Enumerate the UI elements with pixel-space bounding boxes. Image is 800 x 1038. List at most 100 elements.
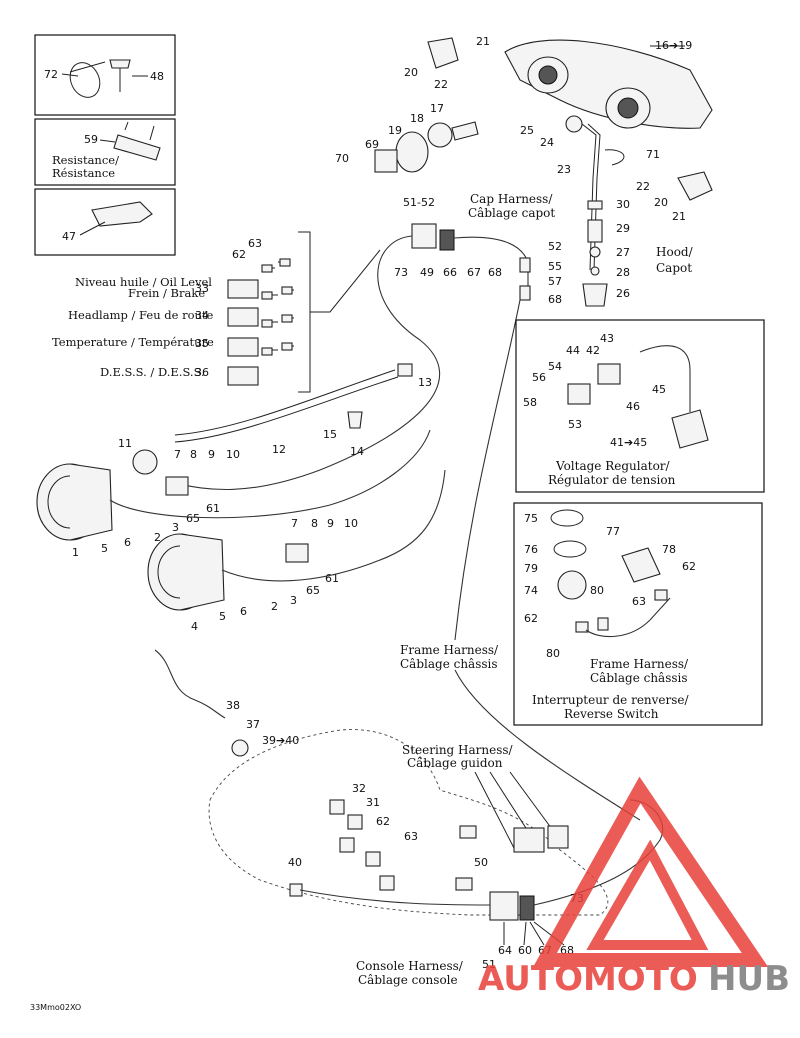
callout-65b: 65 [306,584,320,597]
callout-9: 9 [208,448,215,461]
callout-41-45: 41➔45 [610,436,647,449]
callout-37: 37 [246,718,260,731]
callout-62: 62 [232,248,246,261]
callout-57: 57 [548,275,562,288]
callout-7: 7 [174,448,181,461]
caption-resistance: Resistance/ [52,153,119,167]
callout-80b: 80 [546,647,560,660]
caption-hood-fr: Capot [656,261,692,275]
callout-60: 60 [518,944,532,957]
callout-23: 23 [557,163,571,176]
callout-63b: 63 [632,595,646,608]
callout-6: 6 [124,536,131,549]
bulb-socket-part [427,37,459,69]
callout-10: 10 [226,448,240,461]
callout-51-52: 51-52 [403,196,435,209]
caption-frame-harness-2: Frame Harness/ [590,657,689,671]
callout-78: 78 [662,543,676,556]
callout-54: 54 [548,360,562,373]
inset-box-resistance [34,118,176,186]
callout-67: 67 [467,266,481,279]
resistance-part [113,121,161,161]
callout-42: 42 [586,344,600,357]
gauge-lower-part [147,533,309,611]
callout-62d: 62 [376,815,390,828]
callout-71: 71 [646,148,660,161]
callout-70: 70 [335,152,349,165]
callout-80: 80 [590,584,604,597]
callout-34: 34 [195,309,209,322]
callout-1: 1 [72,546,79,559]
voltage-regulator-part [567,345,709,449]
callout-13: 13 [418,376,432,389]
callout-56: 56 [532,371,546,384]
callout-73: 73 [394,266,408,279]
caption-voltage-regulator: Voltage Regulator/ [555,459,671,473]
callout-79: 79 [524,562,538,575]
callout-3b: 3 [290,594,297,607]
caption-console-harness: Console Harness/ [356,959,464,973]
caption-reverse-switch-fr: Interrupteur de renverse/ [532,693,690,707]
callout-59: 59 [84,133,98,146]
callout-11: 11 [118,437,132,450]
callout-53: 53 [568,418,582,431]
callout-19: 19 [388,124,402,137]
push-rivet-part [109,59,131,92]
callout-20b: 20 [654,196,668,209]
plug-52 [519,257,531,273]
callout-2b: 2 [271,600,278,613]
caption-cap-harness: Cap Harness/ [470,192,553,206]
caption-brake: Frein / Brake [128,286,205,300]
connector-group [227,258,294,386]
callout-50: 50 [474,856,488,869]
plug-57 [519,285,531,301]
caption-oil-level: Niveau huile / Oil Level [75,275,212,289]
caption-steering-harness: Steering Harness/ [402,743,514,757]
caption-temperature: Temperature / Température [52,335,214,349]
cap-harness-connector [411,223,455,251]
callout-65: 65 [186,512,200,525]
callout-72: 72 [44,68,58,81]
switch-cap-part [677,171,713,201]
headlamp-housing-part [504,39,713,129]
callout-62b: 62 [682,560,696,573]
watermark-logo: AUTOMOTO HUB [478,776,790,999]
callout-66: 66 [443,266,457,279]
callout-27: 27 [616,246,630,259]
callout-22: 22 [434,78,448,91]
callout-16-19: 16➔19 [655,39,692,52]
callout-10b: 10 [344,517,358,530]
callout-2: 2 [154,531,161,544]
spring-stack-part [582,200,608,307]
callout-40: 40 [288,856,302,869]
callout-33: 33 [195,282,209,295]
inset-box-reverse-switch [513,502,763,726]
console-harness-connector [489,825,569,921]
callout-7b: 7 [291,517,298,530]
caption-console-harness-fr: Câblage console [358,973,458,987]
callout-69: 69 [365,138,379,151]
callout-44: 44 [566,344,580,357]
drawing-code: 33Mmo02XO [30,1003,81,1012]
callout-46: 46 [626,400,640,413]
caption-frame-harness: Frame Harness/ [400,643,499,657]
callout-4: 4 [191,620,198,633]
console-switches [289,799,477,897]
callout-29: 29 [616,222,630,235]
bracket-part [91,201,153,227]
watermark-text-hub: HUB [708,959,790,999]
callout-63c: 63 [404,830,418,843]
inset-box-bracket [34,188,176,256]
bulb-part [427,121,479,148]
callout-74: 74 [524,584,538,597]
inset-box-voltage-regulator [515,319,765,493]
callout-77: 77 [606,525,620,538]
callout-5: 5 [101,542,108,555]
callout-22b: 22 [636,180,650,193]
gauge-upper-part [36,449,189,541]
caption-cap-harness-fr: Câblage capot [468,206,555,220]
callout-48: 48 [150,70,164,83]
caption-steering-harness-fr: Câblage guidon [407,756,503,770]
callout-45: 45 [652,383,666,396]
cable-tie-part [69,61,106,98]
